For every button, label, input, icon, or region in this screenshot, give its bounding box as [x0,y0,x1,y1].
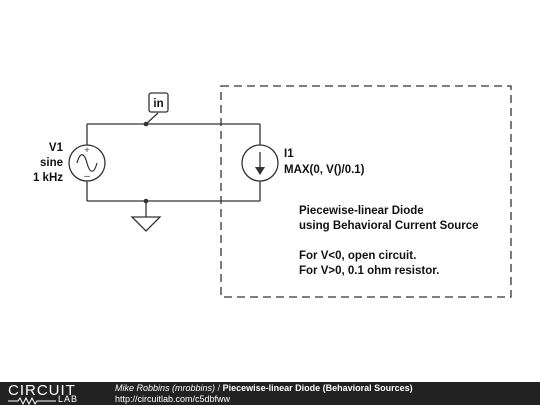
ground-icon [130,216,162,232]
circuit-url[interactable]: http://circuitlab.com/c5dbfww [115,394,231,404]
resistor-icon [8,397,56,405]
v1-type: sine [40,157,63,169]
node-dot-ground [143,198,149,204]
circuitlab-logo[interactable]: CIRCUIT LAB [8,382,98,405]
note-line-1: Piecewise-linear Diode [299,205,424,217]
title-separator: / [217,383,221,393]
footer-credits: Mike Robbins (mrobbins) / Piecewise-line… [115,383,413,405]
node-dot-in [143,121,149,127]
node-label-in: in [153,98,163,110]
svg-text:–: – [84,171,90,182]
footer-bar: CIRCUIT LAB Mike Robbins (mrobbins) / Pi… [0,382,540,405]
author-name[interactable]: Mike Robbins (mrobbins) [115,383,216,393]
schematic-canvas: in + – V1 sine 1 kHz I1 MAX(0, V()/0.1) … [33,85,512,298]
svg-text:+: + [84,145,89,155]
node-label-box [148,92,169,113]
current-source-icon [241,144,279,182]
voltage-source-icon: + – [68,144,106,182]
note-line-3: For V<0, open circuit. [299,250,416,262]
wires [86,112,261,217]
note-line-4: For V>0, 0.1 ohm resistor. [299,265,439,277]
i1-expression: MAX(0, V()/0.1) [284,164,365,176]
circuit-title[interactable]: Piecewise-linear Diode (Behavioral Sourc… [222,383,413,393]
i1-name: I1 [284,148,294,160]
logo-wordmark-top: CIRCUIT [8,382,76,399]
v1-frequency: 1 kHz [33,172,63,184]
logo-wordmark-bottom: LAB [58,394,79,404]
note-line-2: using Behavioral Current Source [299,220,479,232]
annotation-box [220,85,512,298]
v1-name: V1 [49,142,64,154]
